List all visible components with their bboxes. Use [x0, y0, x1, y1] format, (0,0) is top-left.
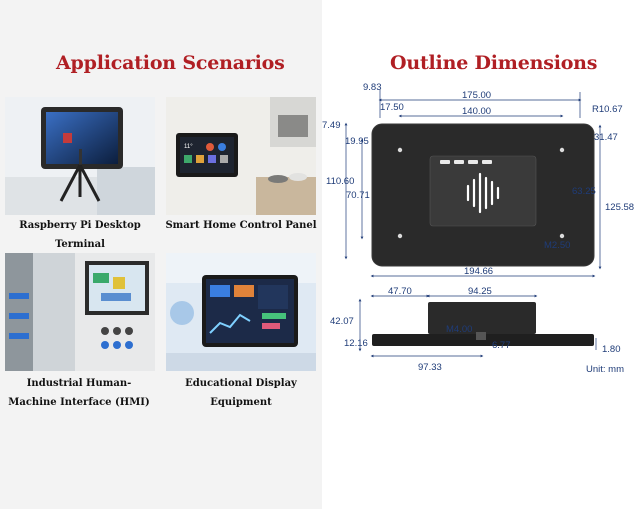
scenario-caption: Raspberry Pi Desktop Terminal	[19, 220, 141, 250]
dim-label: 42.07	[330, 316, 354, 327]
dim-label: 140.00	[462, 106, 491, 117]
scenario-image-educational	[166, 253, 316, 371]
unit-label: Unit: mm	[586, 364, 624, 375]
dim-label: 94.25	[468, 286, 492, 297]
dim-label: 110.60	[326, 176, 354, 187]
unit-text: Unit: mm	[586, 364, 624, 375]
dim-label: 125.58	[605, 202, 634, 213]
dim-label: 175.00	[462, 90, 491, 101]
scenario-caption: Industrial Human-Machine Interface (HMI)	[8, 378, 150, 408]
dim-label: 70.71	[346, 190, 370, 201]
scenario-caption: Smart Home Control Panel	[165, 220, 317, 231]
dim-label: 19.95	[345, 136, 369, 147]
application-scenarios-heading: Application Scenarios	[56, 52, 285, 74]
outline-dimensions-heading: Outline Dimensions	[390, 52, 598, 74]
outline-dimensions-panel: Outline Dimensions	[322, 0, 640, 509]
svg-text:11°: 11°	[184, 144, 193, 150]
scenario-image-industrial-hmi	[5, 253, 155, 371]
dim-label: 6.77	[492, 340, 511, 351]
dim-label: 47.70	[388, 286, 412, 297]
scenario-image-smart-home: 11°	[166, 97, 316, 215]
application-scenarios-panel: Application Scenarios Raspberry Pi Deskt…	[0, 0, 322, 509]
scenario-image-desktop-terminal	[5, 97, 155, 215]
dim-label: 7.49	[322, 120, 341, 131]
dim-label: M4.00	[446, 324, 472, 335]
side-view-drawing: 47.70 94.25 42.07 M4.00 12.16 6.77 1.80 …	[330, 286, 621, 373]
dim-label: 17.50	[380, 102, 404, 113]
dim-label: 97.33	[418, 362, 442, 373]
dim-label: M2.50	[544, 240, 570, 251]
dim-label: 12.16	[344, 338, 368, 349]
dim-label: R10.67	[592, 104, 623, 115]
scenario-caption: Educational Display Equipment	[185, 378, 297, 408]
front-view-drawing: 9.83 175.00 R10.67 17.50 140.00 7.49 19.…	[322, 82, 634, 278]
dim-label: 63.25	[572, 186, 596, 197]
dim-label: 31.47	[594, 132, 618, 143]
dim-label: 9.83	[363, 82, 382, 93]
dim-label: 1.80	[602, 344, 621, 355]
dim-label: 194.66	[464, 266, 493, 277]
